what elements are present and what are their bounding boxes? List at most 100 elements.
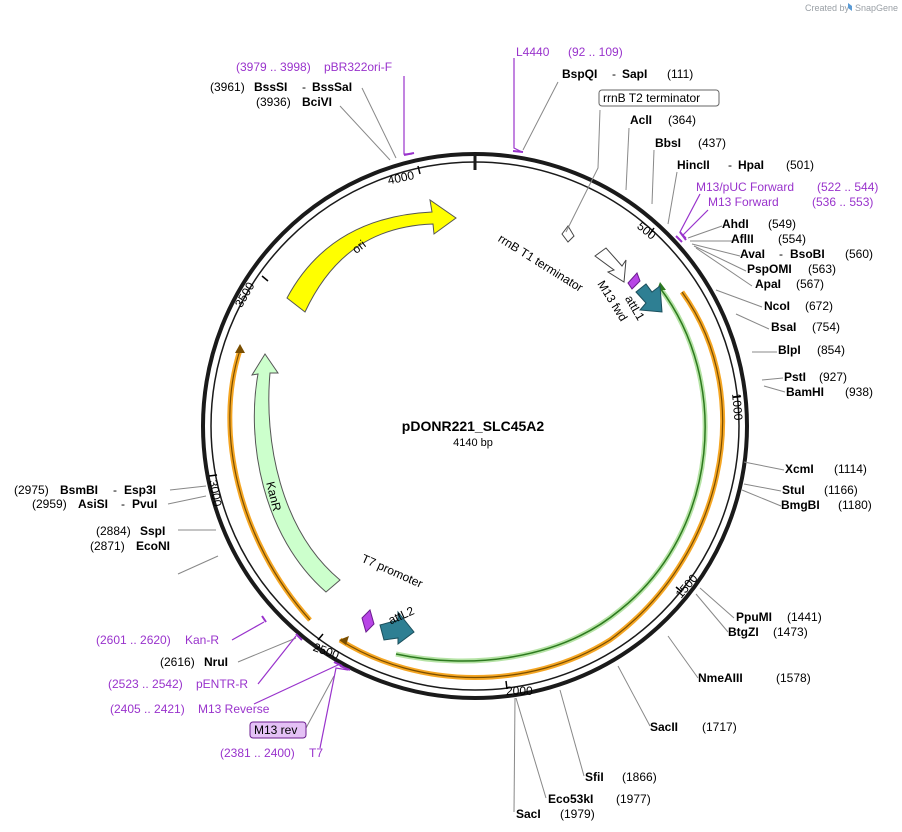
site-name-bamhi[interactable]: BamHI <box>786 385 824 399</box>
site-pos-bsai: (754) <box>812 320 840 334</box>
rrnb-t1-label: rrnB T1 terminator <box>496 231 586 294</box>
kanr-feature[interactable] <box>250 353 341 593</box>
site-pos-sspi: (2884) <box>96 524 131 538</box>
site-pos-apai: (567) <box>796 277 824 291</box>
site-name-acli[interactable]: AclI <box>630 113 652 127</box>
site-dash-bsssi: - <box>302 80 306 94</box>
site-name-ncoi[interactable]: NcoI <box>764 299 790 313</box>
site-pos-btgzi: (1473) <box>773 625 808 639</box>
t7-promoter-marker[interactable] <box>361 609 375 633</box>
site-name-asisi[interactable]: AsiSI <box>78 497 108 511</box>
primer-name-kan-r[interactable]: Kan-R <box>185 633 219 647</box>
site-alt-hpai[interactable]: HpaI <box>738 158 764 172</box>
site-name-hincii[interactable]: HincII <box>677 158 710 172</box>
tick-label-3500: 3500 <box>232 279 258 309</box>
tick-label-2000: 2000 <box>506 684 533 698</box>
site-pos-nmeaiii: (1578) <box>776 671 811 685</box>
site-alt-sapi[interactable]: SapI <box>622 67 647 81</box>
primer-pos-kan-r: (2601 .. 2620) <box>96 633 171 647</box>
primer-name-pentr-r[interactable]: pENTR-R <box>196 677 248 691</box>
site-name-bcivi[interactable]: BciVI <box>302 95 332 109</box>
snapgene-logo: SnapGene <box>848 3 898 13</box>
attl2-feature[interactable] <box>379 610 415 645</box>
rrnb-t2-feature[interactable] <box>561 225 575 243</box>
orange-feature-left-core <box>229 349 311 621</box>
site-name-stui[interactable]: StuI <box>782 483 805 497</box>
site-name-saci[interactable]: SacI <box>516 807 541 821</box>
site-name-econi[interactable]: EcoNI <box>136 539 170 553</box>
site-name-nmeaiii[interactable]: NmeAIII <box>698 671 743 685</box>
site-name-sacii[interactable]: SacII <box>650 720 678 734</box>
site-name-bsmbi[interactable]: BsmBI <box>60 483 98 497</box>
t7-promoter-label: T7 promoter <box>359 551 424 590</box>
orange-feature-right-core <box>339 291 724 679</box>
site-name-psti[interactable]: PstI <box>784 370 806 384</box>
m13-fwd-marker[interactable] <box>627 272 641 290</box>
primer-name-pbr322ori-f[interactable]: pBR322ori-F <box>324 60 392 74</box>
site-pos-acli: (364) <box>668 113 696 127</box>
site-name-bmgbi[interactable]: BmgBI <box>781 498 820 512</box>
primer-name-l4440[interactable]: L4440 <box>516 45 550 59</box>
plasmid-name: pDONR221_SLC45A2 <box>402 418 545 434</box>
primer-name-m13-reverse[interactable]: M13 Reverse <box>198 702 270 716</box>
tick-label-2500: 2500 <box>311 640 341 662</box>
site-name-btgzi[interactable]: BtgZI <box>728 625 759 639</box>
site-name-blpi[interactable]: BlpI <box>778 343 801 357</box>
site-name-sspi[interactable]: SspI <box>140 524 165 538</box>
primer-pos-m13-forward: (536 .. 553) <box>812 195 873 209</box>
site-alt-bsssai[interactable]: BssSaI <box>312 80 352 94</box>
site-pos-ahdi: (549) <box>768 217 796 231</box>
site-name-aflii[interactable]: AflII <box>731 232 754 246</box>
site-pos-asisi: (2959) <box>32 497 67 511</box>
site-pos-sfii: (1866) <box>622 770 657 784</box>
site-name-ahdi[interactable]: AhdI <box>722 217 749 231</box>
site-alt-pvui[interactable]: PvuI <box>132 497 157 511</box>
site-name-bbsi[interactable]: BbsI <box>655 136 681 150</box>
site-pos-bspqi: (111) <box>667 67 693 81</box>
m13-rev-label: M13 rev <box>254 723 297 737</box>
rrnb-t2-box[interactable] <box>598 89 720 107</box>
site-pos-stui: (1166) <box>824 483 858 497</box>
primer-pos-l4440: (92 .. 109) <box>568 45 623 59</box>
site-pos-econi: (2871) <box>90 539 125 553</box>
primer-pos-pbr322ori-f: (3979 .. 3998) <box>236 60 311 74</box>
site-pos-ncoi: (672) <box>805 299 833 313</box>
site-pos-blpi: (854) <box>817 343 845 357</box>
site-name-bsssi[interactable]: BssSI <box>254 80 287 94</box>
site-name-pspomi[interactable]: PspOMI <box>747 262 792 276</box>
site-pos-pspomi: (563) <box>808 262 836 276</box>
rrnb-t1-feature[interactable] <box>594 247 627 283</box>
primer-name-t7[interactable]: T7 <box>309 746 323 760</box>
site-pos-hincii: (501) <box>786 158 814 172</box>
primer-name-m13-forward[interactable]: M13 Forward <box>708 195 779 209</box>
primer-name-m13puc-forward[interactable]: M13/pUC Forward <box>696 180 794 194</box>
site-name-nrui[interactable]: NruI <box>204 655 228 669</box>
site-name-sfii[interactable]: SfiI <box>585 770 604 784</box>
primer-ring-ticks <box>261 150 687 671</box>
site-pos-ppumi: (1441) <box>787 610 822 624</box>
site-name-ppumi[interactable]: PpuMI <box>736 610 772 624</box>
site-pos-bmgbi: (1180) <box>838 498 872 512</box>
site-dash-bsmbi: - <box>113 483 117 497</box>
site-name-eco53ki[interactable]: Eco53kI <box>548 792 593 806</box>
tick-label-4000: 4000 <box>386 168 415 187</box>
site-name-avai[interactable]: AvaI <box>740 247 765 261</box>
brand-text: SnapGene <box>855 3 898 13</box>
site-pos-bbsi: (437) <box>698 136 726 150</box>
site-name-bspqi[interactable]: BspQI <box>562 67 597 81</box>
site-pos-saci: (1979) <box>560 807 595 821</box>
site-name-apai[interactable]: ApaI <box>755 277 781 291</box>
site-pos-bsmbi: (2975) <box>14 483 49 497</box>
label-connectors <box>167 81 786 813</box>
m13-rev-box[interactable] <box>249 721 307 739</box>
site-alt-bsobi[interactable]: BsoBI <box>790 247 825 261</box>
site-pos-bamhi: (938) <box>845 385 873 399</box>
ori-feature[interactable] <box>286 198 457 313</box>
credit-text: Created by <box>805 3 850 13</box>
site-alt-esp3i[interactable]: Esp3I <box>124 483 156 497</box>
site-dash-asisi: - <box>121 497 125 511</box>
site-name-bsai[interactable]: BsaI <box>771 320 796 334</box>
site-name-xcmi[interactable]: XcmI <box>785 462 814 476</box>
green-feature <box>395 286 708 664</box>
attl1-feature[interactable] <box>635 283 663 313</box>
